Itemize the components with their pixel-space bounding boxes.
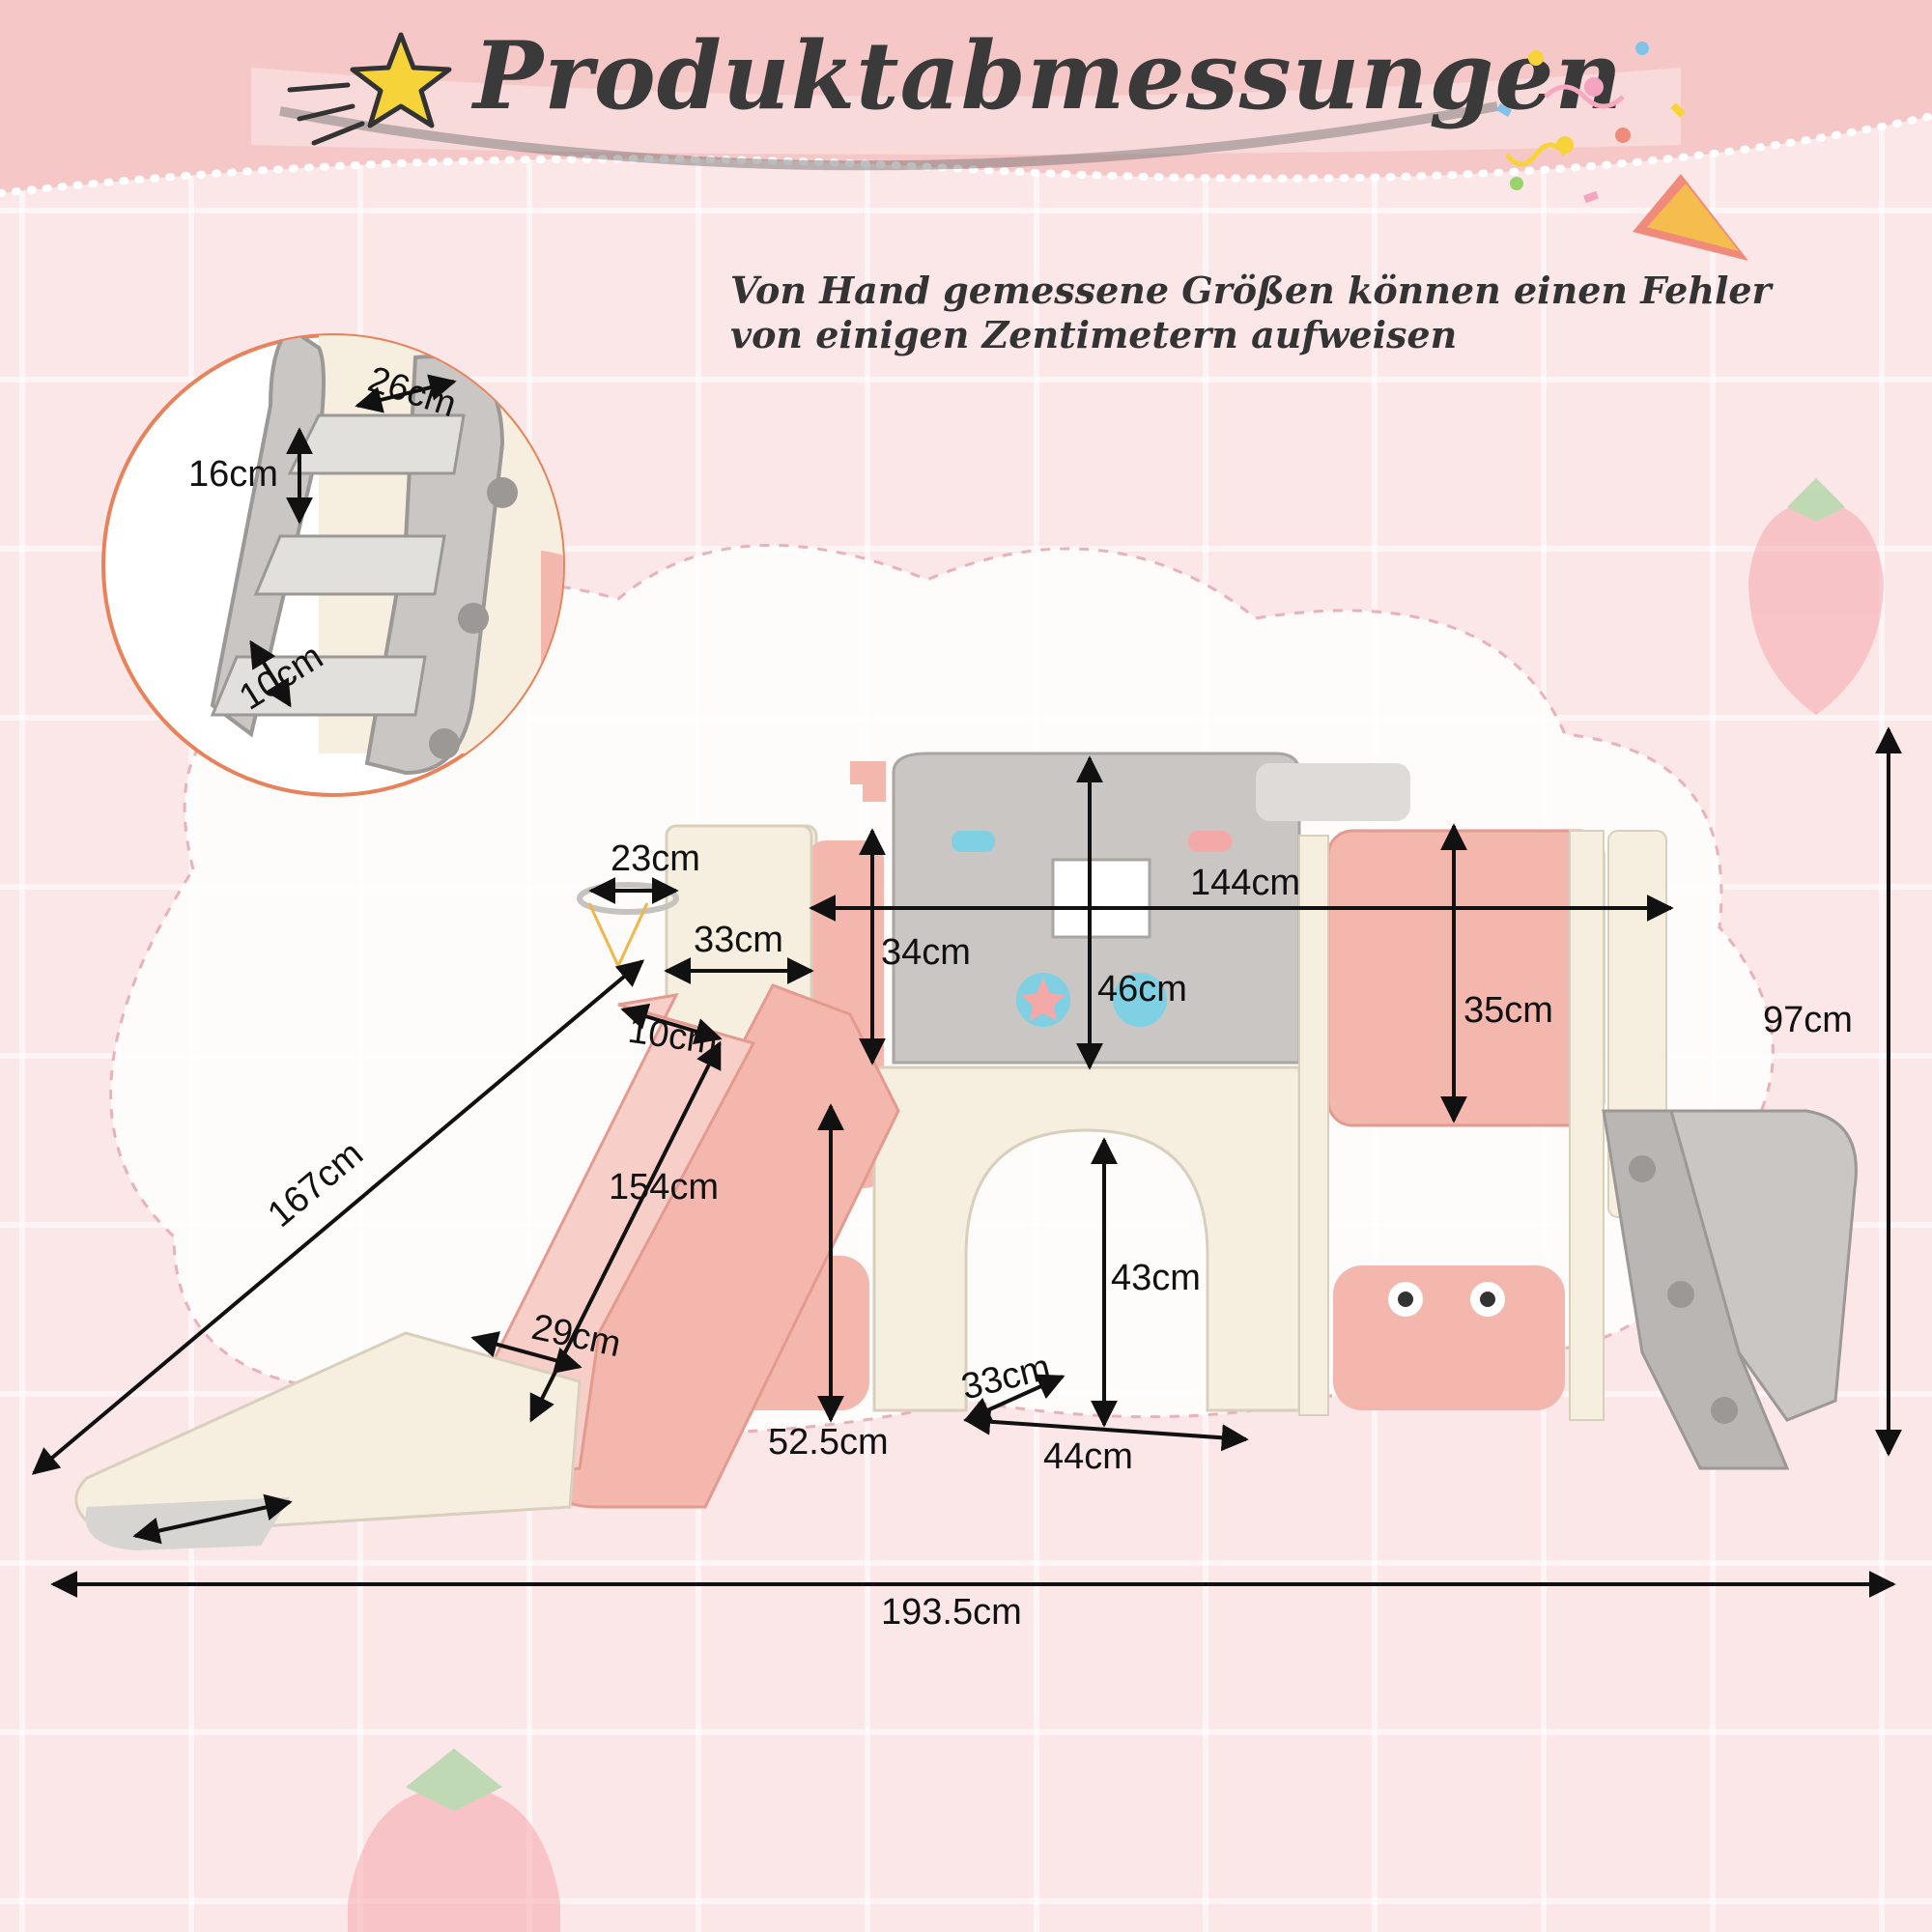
- label-arch-width: 44cm: [1043, 1436, 1133, 1477]
- dimension-lines: [31, 726, 1902, 1598]
- page-title: Produktabmessungen: [473, 21, 1624, 130]
- label-panel-top-width: 144cm: [1190, 863, 1301, 903]
- strawberry-icon: [348, 1748, 560, 1932]
- label-left-panel-height: 34cm: [881, 932, 971, 973]
- label-total-height: 97cm: [1763, 1000, 1853, 1040]
- label-right-panel-height: 35cm: [1463, 990, 1553, 1031]
- label-total-length: 193.5cm: [881, 1592, 1022, 1633]
- step-detail-inset: [101, 333, 565, 797]
- note-line-1: Von Hand gemessene Größen können einen F…: [730, 269, 1772, 312]
- strawberry-icon: [1748, 478, 1884, 715]
- header-banner: [0, 0, 1932, 197]
- label-slide-height: 52.5cm: [768, 1422, 889, 1463]
- label-hoop-width: 23cm: [611, 838, 700, 879]
- label-slide-length: 154cm: [609, 1167, 720, 1208]
- label-tower-width: 33cm: [694, 920, 783, 960]
- star-icon: [287, 32, 452, 146]
- label-step-height: 16cm: [188, 454, 278, 495]
- confetti-icon: [1495, 42, 1748, 261]
- measurement-note: Von Hand gemessene Größen können einen F…: [730, 269, 1772, 357]
- note-line-2: von einigen Zentimetern aufweisen: [730, 313, 1458, 356]
- label-center-panel-height: 46cm: [1097, 969, 1187, 1009]
- label-arch-height: 43cm: [1111, 1258, 1201, 1298]
